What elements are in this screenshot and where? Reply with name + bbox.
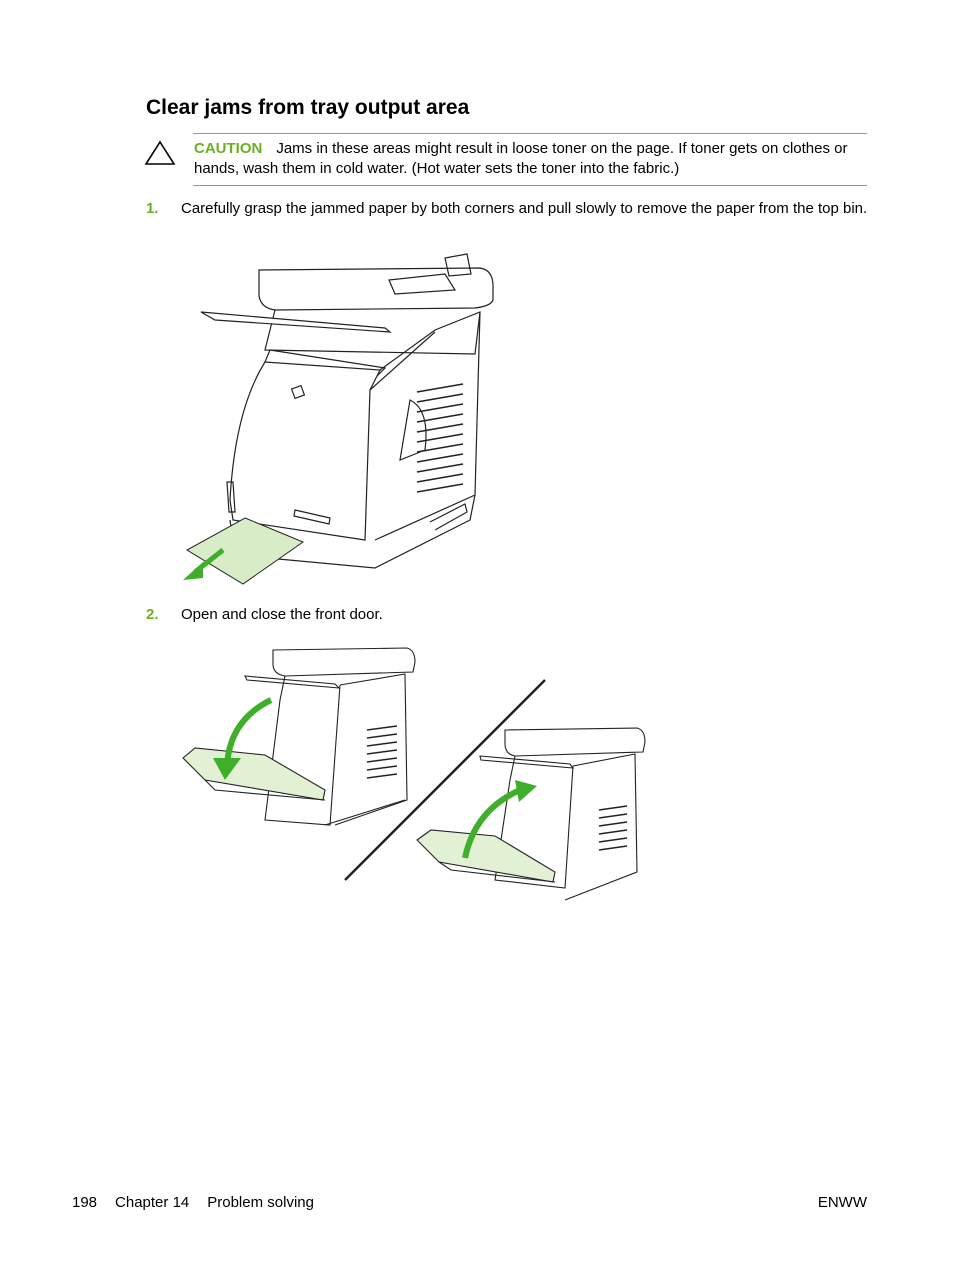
caution-label: CAUTION bbox=[194, 140, 263, 157]
footer-section: Problem solving bbox=[207, 1194, 314, 1211]
page-footer-left: 198 Chapter 14 Problem solving bbox=[72, 1193, 332, 1213]
page-footer-right: ENWW bbox=[817, 1194, 867, 1211]
section-heading: Clear jams from tray output area bbox=[146, 96, 470, 119]
step-text: Open and close the front door. bbox=[181, 606, 383, 623]
figure-remove-jammed-paper bbox=[183, 253, 494, 585]
figure-open-close-front-door bbox=[182, 647, 646, 901]
footer-chapter: Chapter 14 bbox=[115, 1194, 190, 1211]
caution-top-rule bbox=[193, 133, 867, 134]
caution-bottom-rule bbox=[193, 185, 867, 186]
step-number: 1. bbox=[146, 200, 159, 217]
caution-text: Jams in these areas might result in loos… bbox=[194, 140, 848, 177]
caution-triangle-icon bbox=[144, 140, 176, 165]
page-number: 198 bbox=[72, 1194, 98, 1211]
step-number: 2. bbox=[146, 606, 159, 623]
step-text: Carefully grasp the jammed paper by both… bbox=[181, 200, 868, 217]
